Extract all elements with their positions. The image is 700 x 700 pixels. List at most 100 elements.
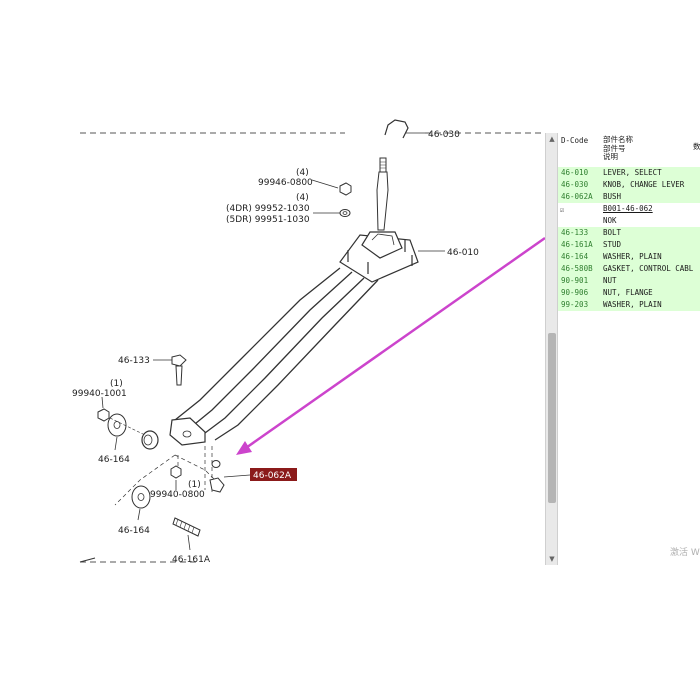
bush-leader xyxy=(223,474,251,478)
row-name: GASKET, CONTROL CABL xyxy=(603,264,694,273)
shift-rod-thread xyxy=(380,161,386,169)
pointer-arrow xyxy=(242,236,546,452)
row-name: NUT, FLANGE xyxy=(603,288,653,297)
left-assembly-line xyxy=(109,417,146,436)
row-note: NOK xyxy=(603,216,617,225)
lever-rail-inner-2 xyxy=(204,277,365,434)
highlight-46-062A-box xyxy=(250,468,297,481)
lever-rail-outer xyxy=(174,267,341,421)
nut-99940-0800 xyxy=(170,465,182,479)
lower-bracket xyxy=(169,417,206,446)
row-code: 46-133 xyxy=(561,228,589,237)
row-name: BOLT xyxy=(603,228,622,237)
table-row-detail[interactable]: ☑ B001-46-062 xyxy=(558,203,700,215)
shift-rod xyxy=(376,171,389,231)
table-row[interactable]: 46-133 BOLT xyxy=(558,227,700,239)
header-part-name[interactable]: 部件名称 部件号 说明 xyxy=(603,135,633,162)
row-code: 90-901 xyxy=(561,276,589,285)
washer-46-164-top xyxy=(107,413,127,437)
row-name: LEVER, SELECT xyxy=(603,168,662,177)
label-46-030: 46-030 xyxy=(428,130,460,140)
row-name: WASHER, PLAIN xyxy=(603,252,662,261)
lever-boot xyxy=(361,231,403,259)
table-row[interactable]: 90-901 NUT xyxy=(558,275,700,287)
label-46-010: 46-010 xyxy=(447,248,479,258)
leader-46164a xyxy=(114,436,118,451)
label-46-161A: 46-161A xyxy=(172,555,211,565)
table-row[interactable]: 46-030 KNOB, CHANGE LEVER xyxy=(558,179,700,191)
lever-boot-inner xyxy=(371,233,395,246)
header-d-code[interactable]: D-Code xyxy=(561,136,589,145)
header-name-line-1: 部件名称 xyxy=(603,135,633,144)
table-row[interactable]: 46-161A STUD xyxy=(558,239,700,251)
parts-table-body: 46-010 LEVER, SELECT 46-030 KNOB, CHANGE… xyxy=(558,167,700,311)
lower-frame-edge xyxy=(79,557,96,563)
label-1-a: (1) xyxy=(110,379,123,389)
table-row[interactable]: 46-580B GASKET, CONTROL CABL xyxy=(558,263,700,275)
row-name: KNOB, CHANGE LEVER xyxy=(603,180,685,189)
nut-99940-1001 xyxy=(97,408,110,422)
bolt-46-133-shank xyxy=(175,365,183,386)
activation-watermark: 激活 W xyxy=(670,548,700,558)
table-row[interactable]: 46-010 LEVER, SELECT xyxy=(558,167,700,179)
table-row[interactable]: 99-203 WASHER, PLAIN xyxy=(558,299,700,311)
parts-table-header: D-Code 部件名称 部件号 说明 数 xyxy=(558,133,700,168)
leader-99940a xyxy=(101,396,104,409)
knob-shape xyxy=(384,119,409,139)
leader-99946 xyxy=(311,179,339,189)
parts-list-panel: ▲ ▼ D-Code 部件名称 部件号 说明 数 46-010 LEVER, S… xyxy=(545,133,700,565)
label-99952-1030: (4DR) 99952-1030 xyxy=(226,204,310,214)
row-code: 99-203 xyxy=(561,300,589,309)
washer-99952 xyxy=(339,209,351,217)
scroll-thumb[interactable] xyxy=(548,333,556,503)
bolt-46-133-head xyxy=(171,354,187,367)
header-name-line-3: 说明 xyxy=(603,152,618,161)
table-row[interactable]: 46-062A BUSH xyxy=(558,191,700,203)
leader-46161A xyxy=(187,534,191,551)
row-code: 46-161A xyxy=(561,240,593,249)
header-name-line-2: 部件号 xyxy=(603,143,626,153)
label-99940-1001: 99940-1001 xyxy=(72,389,127,399)
row-code: 46-164 xyxy=(561,252,589,261)
leader-46164b xyxy=(137,508,141,521)
bush-46-062A-ring xyxy=(211,460,221,468)
header-quantity[interactable]: 数 xyxy=(693,142,700,151)
row-name: WASHER, PLAIN xyxy=(603,300,662,309)
label-46-164-b: 46-164 xyxy=(118,526,150,536)
lever-rail-inner-1 xyxy=(189,271,353,429)
table-row[interactable]: 90-906 NUT, FLANGE xyxy=(558,287,700,299)
row-name: STUD xyxy=(603,240,622,249)
pointer-arrow-head xyxy=(236,441,252,455)
label-46-164-a: 46-164 xyxy=(98,455,130,465)
row-code: 46-062A xyxy=(561,192,593,201)
label-4-a: (4) xyxy=(296,168,309,178)
bush-46-062A-shape xyxy=(209,477,225,493)
washer-46-164-bottom xyxy=(131,485,151,509)
scroll-up-icon[interactable]: ▲ xyxy=(549,135,555,143)
label-4-b: (4) xyxy=(296,193,309,203)
row-code: 46-580B xyxy=(561,264,593,273)
scroll-down-icon[interactable]: ▼ xyxy=(549,555,555,563)
label-99951-1030: (5DR) 99951-1030 xyxy=(226,215,310,225)
row-code: 46-030 xyxy=(561,180,589,189)
stud-46-161A-thread xyxy=(175,518,195,534)
row-code: 90-906 xyxy=(561,288,589,297)
label-99946-0800: 99946-0800 xyxy=(258,178,313,188)
vertical-scrollbar[interactable]: ▲ ▼ xyxy=(546,133,558,565)
washer-46-164-bottom-hole xyxy=(137,493,145,501)
row-name: NUT xyxy=(603,276,617,285)
table-row-detail[interactable]: NOK xyxy=(558,215,700,227)
label-1-b: (1) xyxy=(188,480,201,490)
lever-rail-inner-3 xyxy=(214,279,379,441)
nut-99946 xyxy=(339,182,352,196)
assembly-dashed-vertical xyxy=(204,446,213,495)
label-46-062A: 46-062A xyxy=(253,471,292,481)
checkbox-icon[interactable]: ☑ xyxy=(560,206,565,214)
label-46-133: 46-133 xyxy=(118,356,150,366)
row-name: BUSH xyxy=(603,192,622,201)
bush-mount-inner xyxy=(143,434,153,446)
table-row[interactable]: 46-164 WASHER, PLAIN xyxy=(558,251,700,263)
row-code: 46-010 xyxy=(561,168,589,177)
label-99940-0800: 99940-0800 xyxy=(150,490,205,500)
